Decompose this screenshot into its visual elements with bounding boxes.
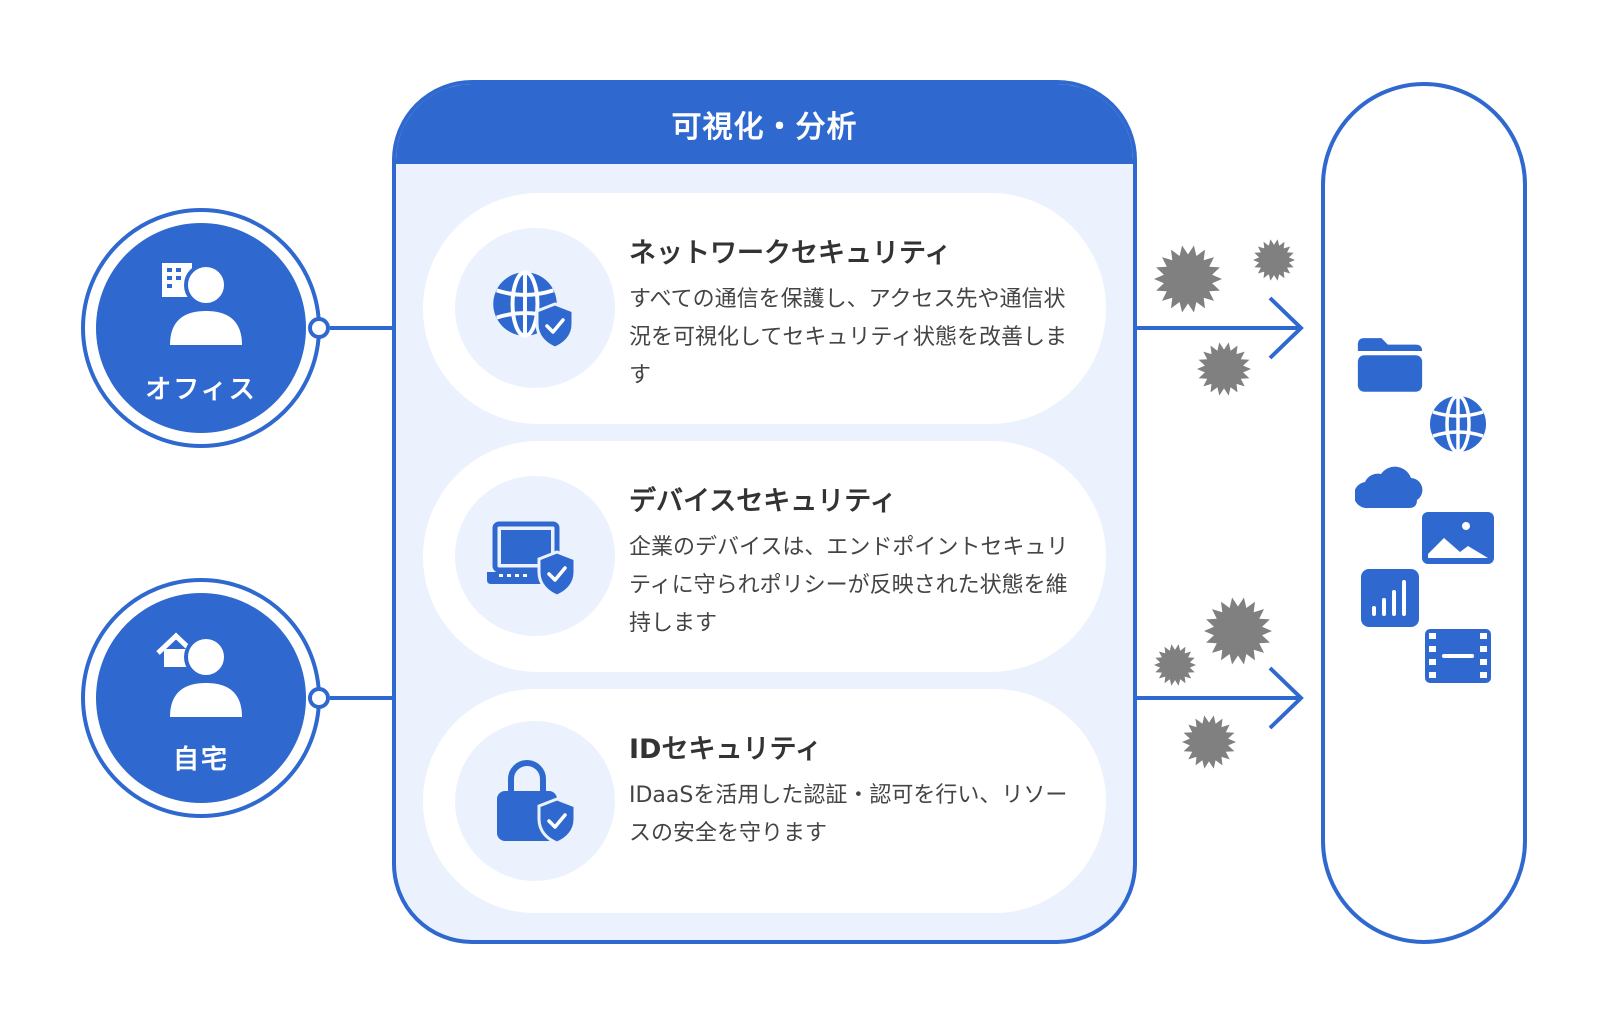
home-node: 自宅 [81,578,321,818]
location-label-home: 自宅 [172,745,229,775]
card-body: 企業のデバイスは、エンドポイントセキュリティに守られポリシーが反映された状態を維… [629,535,1069,636]
panel-title: 可視化・分析 [396,84,1133,164]
image-icon [1422,512,1494,564]
card-body: IDaaSを活用した認証・認可を行い、リソースの安全を守ります [629,783,1068,846]
card-title: ネットワークセキュリティ [629,238,952,269]
lock-shield-icon [455,721,615,881]
card-body: すべての通信を保護し、アクセス先や通信状況を可視化してセキュリティ状態を改善しま… [629,287,1068,388]
card-network-security: ネットワークセキュリティ すべての通信を保護し、アクセス先や通信状況を可視化して… [423,193,1106,424]
connector-line [330,326,394,330]
chart-icon [1361,569,1419,627]
office-node: オフィス [81,208,321,448]
visualization-panel: 可視化・分析 ネットワークセキュリティ すべての通信を保護し、アクセス先や通信状… [392,80,1137,944]
threat-icon [1204,597,1272,665]
home-person-icon [156,632,242,717]
globe-shield-icon [455,228,615,388]
card-title: IDセキュリティ [629,734,822,765]
card-title: デバイスセキュリティ [629,486,897,517]
cloud-icon [1355,466,1423,509]
connector-dot [308,687,330,709]
card-id-security: IDセキュリティ IDaaSを活用した認証・認可を行い、リソースの安全を守ります [423,689,1106,913]
card-device-security: デバイスセキュリティ 企業のデバイスは、エンドポイントセキュリティに守られポリシ… [423,441,1106,672]
folder-icon [1357,338,1423,392]
connector-line [330,696,394,700]
resources-panel [1321,82,1527,944]
location-label-office: オフィス [145,375,257,405]
laptop-shield-icon [455,476,615,636]
office-person-icon [162,263,242,345]
globe-icon [1428,394,1488,454]
arrow-right [1137,666,1304,730]
threat-icon [1253,239,1295,281]
arrow-right [1137,296,1304,360]
film-icon [1425,629,1491,683]
connector-dot [308,317,330,339]
